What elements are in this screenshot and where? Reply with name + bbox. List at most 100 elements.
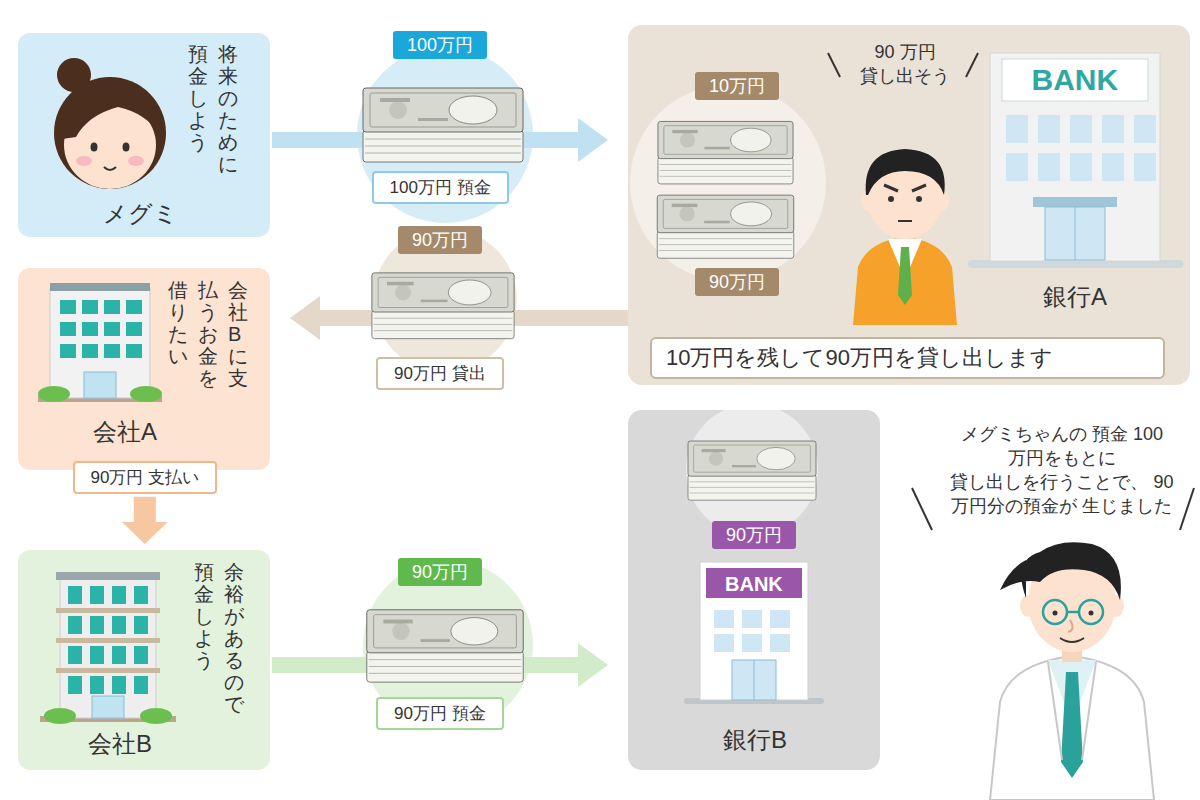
banker-figure <box>853 237 957 325</box>
bank-building <box>684 562 824 704</box>
company-panel: 会社Bに支払うお金を借りたい会社A <box>18 268 270 470</box>
panel-title: メグミ <box>103 199 178 229</box>
flow-label-box: 90万円 預金 <box>376 697 504 730</box>
girl-figure <box>62 87 160 139</box>
panel-title-frame: 会社B <box>88 729 152 759</box>
amount-tag-text: 90万円 <box>412 229 468 252</box>
doctor-figure <box>1060 638 1084 642</box>
arrow-head <box>578 643 608 687</box>
girl-figure <box>123 143 130 152</box>
bank-panel: 銀行A10万円90万円10万円を残して90万円を貸し出します <box>628 25 1190 385</box>
doctor-figure <box>1061 672 1083 778</box>
flow-label-box: 100万円 預金 <box>372 171 509 204</box>
payment-box-text: 90万円 支払い <box>91 467 200 488</box>
doctor-figure <box>1043 600 1067 624</box>
girl-figure <box>54 77 166 189</box>
explanation-text-frame: メグミちゃんの 預金 100 万円をもとに 貸し出しを行うことで、 90 万円分… <box>946 422 1178 519</box>
bank-building <box>1075 207 1076 260</box>
banker-figure <box>866 149 945 195</box>
banknote-stack <box>657 121 793 258</box>
panel-title-frame: メグミ <box>103 199 178 229</box>
panel-title-frame: 会社A <box>93 417 157 447</box>
speech-mark <box>966 53 978 77</box>
girl-figure <box>104 167 116 170</box>
arrow-head <box>290 296 320 340</box>
vertical-caption: 会社Bに支払うお金を借りたい <box>168 279 248 393</box>
apartment-building <box>40 572 176 724</box>
girl-figure <box>76 156 92 166</box>
office-building <box>60 300 148 366</box>
flow-label-box-text: 90万円 預金 <box>394 703 486 724</box>
girl-figure <box>128 156 144 166</box>
banknote-stack <box>688 441 816 500</box>
apartment-building <box>60 578 156 718</box>
apartment-building <box>44 708 76 724</box>
bank-building <box>1045 207 1105 260</box>
money-circle <box>357 47 533 223</box>
banker-figure <box>853 149 957 325</box>
person-panel: 将来のために預金しようメグミ <box>18 33 270 237</box>
bank-building <box>700 562 808 700</box>
vertical-caption: 余裕があるので預金しよう <box>194 561 244 719</box>
vertical-caption-frame: 余裕があるので預金しよう <box>190 561 244 719</box>
office-building <box>130 386 162 402</box>
bank-building <box>990 53 1160 261</box>
office-building <box>84 372 116 398</box>
arrow-head <box>122 522 168 544</box>
speech-mark <box>1180 488 1194 530</box>
bank-building <box>732 660 776 700</box>
banknote-stack <box>372 273 514 339</box>
office-building <box>38 386 70 402</box>
doctor-figure <box>1053 611 1058 616</box>
apartment-building <box>92 696 124 718</box>
doctor-figure <box>1082 662 1096 760</box>
doctor-figure <box>1089 611 1094 616</box>
amount-tag-text: 100万円 <box>407 34 473 57</box>
money-circle <box>686 410 818 536</box>
caption-box-text: 10万円を残して90万円を貸し出します <box>666 344 1149 372</box>
bank-panel: 銀行B90万円 <box>628 410 880 770</box>
doctor-figure <box>1068 620 1073 632</box>
doctor-figure <box>1067 611 1079 614</box>
doctor-figure <box>990 542 1154 800</box>
bank-scene <box>628 410 880 770</box>
vertical-caption: 将来のために預金しよう <box>188 43 238 179</box>
doctor-figure <box>1000 542 1121 600</box>
bank-building <box>1002 59 1148 101</box>
banknote-stack <box>657 195 793 258</box>
amount-tag: 90万円 <box>398 558 482 587</box>
amount-tag: 90万円 <box>712 521 796 550</box>
bank-building <box>714 610 798 654</box>
banker-figure <box>912 185 926 191</box>
money-circle <box>630 85 826 281</box>
amount-tag: 90万円 <box>398 226 482 255</box>
banker-figure <box>888 196 894 202</box>
office-building <box>50 288 150 398</box>
speech-mark <box>828 53 978 77</box>
office-building <box>50 283 150 291</box>
amount-tag-text: 90万円 <box>412 561 468 584</box>
flow-arrow <box>122 497 168 544</box>
speech-mark <box>912 488 932 530</box>
banknote-stack <box>658 121 793 183</box>
banker-figure <box>916 196 922 202</box>
money-circle <box>686 410 818 536</box>
amount-tag-text: 10万円 <box>709 75 765 98</box>
flow-label-box-text: 100万円 預金 <box>390 177 491 198</box>
banker-figure <box>898 220 912 222</box>
banknote-stack <box>363 88 523 682</box>
amount-tag: 90万円 <box>695 268 779 297</box>
speech-mark <box>912 488 1194 530</box>
money-circle <box>630 85 826 281</box>
vertical-caption-frame: 会社Bに支払うお金を借りたい <box>164 279 248 393</box>
bank-building <box>754 660 755 700</box>
caption-box: 10万円を残して90万円を貸し出します <box>650 337 1165 379</box>
girl-figure <box>91 143 98 152</box>
apartment-building <box>140 708 172 724</box>
apartment-building <box>56 668 160 673</box>
amount-tag: 100万円 <box>393 31 487 60</box>
banknote-stack <box>363 88 523 162</box>
apartment-building <box>56 572 160 580</box>
arrow-head <box>578 118 608 162</box>
